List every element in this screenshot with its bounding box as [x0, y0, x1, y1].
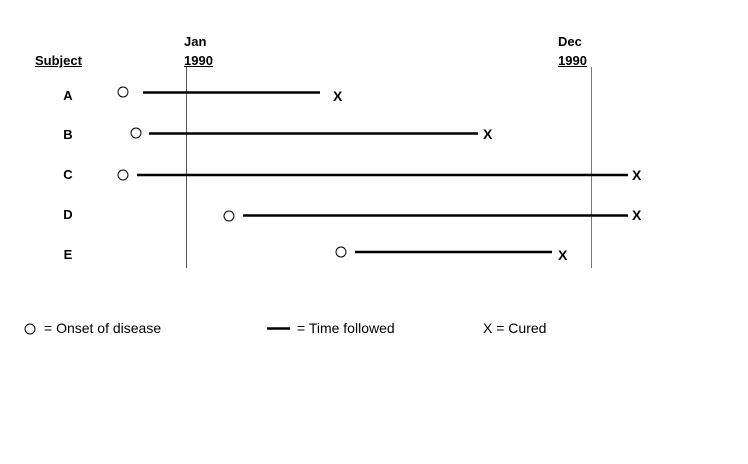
- cured-marker-a: X: [333, 88, 343, 104]
- onset-circle-icon: [130, 127, 142, 139]
- onset-circle-icon: [335, 246, 347, 258]
- row-b-graphic: [130, 127, 478, 139]
- cured-marker-b: X: [483, 126, 493, 142]
- row-e-graphic: [335, 246, 552, 258]
- subject-label-e: E: [63, 247, 73, 262]
- cured-marker-c: X: [632, 167, 642, 183]
- cured-marker-d: X: [632, 207, 642, 223]
- end-year-label: 1990: [558, 53, 587, 68]
- start-month-label: Jan: [184, 34, 207, 49]
- end-month-label: Dec: [558, 34, 582, 49]
- row-c-graphic: [117, 169, 628, 181]
- onset-circle-icon: [117, 86, 129, 98]
- legend-cured-label: X = Cured: [483, 320, 547, 336]
- legend-onset-label: = Onset of disease: [44, 320, 162, 336]
- subject-label-c: C: [63, 167, 73, 182]
- cured-marker-e: X: [558, 247, 568, 263]
- row-d-graphic: [223, 210, 628, 222]
- row-a-graphic: [117, 86, 320, 98]
- start-year-label: 1990: [184, 53, 213, 68]
- subject-label-b: B: [63, 127, 73, 142]
- legend-onset-circle-icon: [24, 323, 36, 335]
- onset-circle-icon: [117, 169, 129, 181]
- onset-circle-icon: [223, 210, 235, 222]
- subject-label-a: A: [63, 88, 73, 103]
- legend-followed-label: = Time followed: [297, 320, 395, 336]
- subject-column-header: Subject: [35, 53, 82, 68]
- subject-label-d: D: [63, 207, 73, 222]
